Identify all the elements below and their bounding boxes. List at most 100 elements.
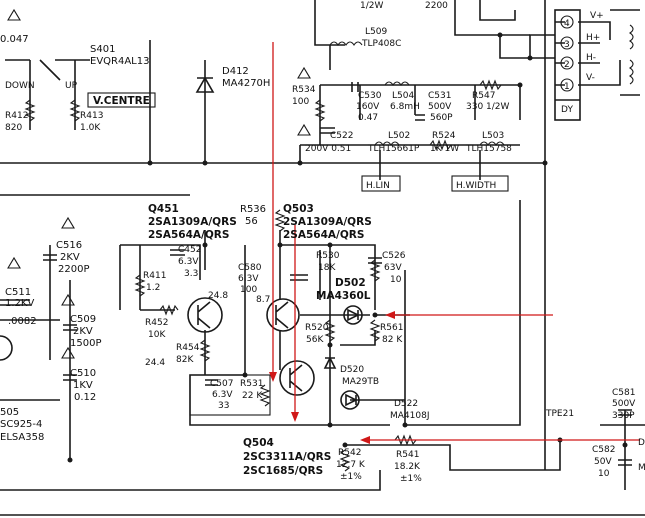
capacitor-c516 (43, 254, 57, 261)
resistor-r536 (274, 209, 286, 232)
label-r541: R541 (396, 450, 419, 460)
label-d520: D520 (340, 365, 364, 375)
label-conn-4: 4 (564, 19, 570, 29)
resistor-r542 (339, 449, 351, 472)
warning-icons (7, 8, 311, 359)
label-c516-v1: 2KV (60, 252, 80, 263)
inductor-l509 (329, 41, 363, 46)
label-c580-v2: 100 (240, 285, 257, 295)
label-c509-v1: 2KV (73, 326, 93, 337)
warning-triangle-icon (297, 66, 311, 79)
label-q451: Q451 (148, 203, 179, 215)
label-conn-1: 1 (564, 82, 570, 92)
label-hwidth: H.WIDTH (456, 181, 496, 191)
label-r541-v1: 18.2K (394, 462, 421, 472)
label-r531-value: 22 K (242, 391, 263, 401)
diodes (195, 76, 363, 410)
label-c522-value: 200V 0.51 (305, 144, 351, 154)
inductors (329, 24, 634, 146)
component-labels: 0.047 S401 EVQR4AL13 DOWN UP V.CENTRE R4… (0, 1, 645, 484)
label-c510: C510 (70, 368, 96, 379)
capacitor-c526 (368, 257, 382, 264)
label-d412: D412 (222, 66, 249, 77)
label-c530-v1: 160V (356, 102, 380, 112)
label-c507-v2: 33 (218, 401, 229, 411)
inductor-l504 (384, 81, 410, 86)
label-c452-v1: 6.3V (178, 257, 199, 267)
label-h-minus: H- (586, 53, 596, 63)
label-up: UP (65, 81, 78, 91)
capacitor-c511-circle (0, 335, 13, 361)
vcentre-box (87, 92, 156, 108)
transistor-q504 (279, 360, 315, 396)
label-r542-v2: ±1% (340, 472, 362, 482)
resistor-r411 (134, 274, 146, 297)
inductor-dy-h (629, 59, 634, 85)
hwidth-box (451, 175, 509, 192)
label-r454: R454 (176, 343, 200, 353)
warning-triangle-icon (7, 8, 21, 21)
capacitor-c582 (618, 459, 632, 466)
capacitors (0, 82, 632, 466)
label-q504-p1: 2SC3311A/QRS (243, 451, 331, 463)
label-c582: C582 (592, 445, 615, 455)
label-c522: C522 (330, 131, 353, 141)
label-c507: C507 (210, 379, 233, 389)
capacitor-c531 (415, 114, 425, 121)
label-d412-part: MA4270H (222, 78, 270, 89)
label-d502: D502 (335, 277, 366, 289)
label-l503: L503 (482, 131, 504, 141)
diode-d412 (195, 76, 215, 93)
transistors (0, 297, 315, 396)
label-c526: C526 (382, 251, 406, 261)
resistor-r454 (199, 339, 211, 362)
label-s401: S401 (90, 44, 115, 55)
label-c531: C531 (428, 91, 451, 101)
label-r452-value: 10K (148, 330, 166, 340)
diode-d502 (343, 305, 363, 325)
label-s401-part: EVQR4AL13 (90, 56, 149, 67)
label-conn-2: 2 (564, 60, 570, 70)
annotation-arrows (269, 42, 640, 444)
label-v87: 8.7 (256, 295, 270, 305)
label-v248: 24.8 (208, 291, 228, 301)
label-c581: C581 (612, 388, 635, 398)
label-r534: R534 (292, 85, 316, 95)
label-r413-value: 1.0K (80, 123, 101, 133)
label-r411: R411 (143, 271, 166, 281)
label-c530: C530 (358, 91, 382, 101)
label-r536: R536 (240, 204, 266, 215)
label-c510-v1: 1KV (73, 380, 93, 391)
label-r530-value: 18K (318, 263, 336, 273)
inductor-l503 (479, 141, 505, 146)
resistor-r412 (24, 99, 36, 122)
label-r530: R530 (316, 251, 340, 261)
c507-box (189, 374, 271, 416)
label-r524: R524 (432, 131, 456, 141)
label-c531-v2: 560P (430, 113, 453, 123)
label-r531: R531 (240, 379, 263, 389)
label-c510-v2: 0.12 (74, 392, 96, 403)
warning-triangle-icon (61, 216, 75, 229)
resistor-r534 (314, 99, 326, 122)
label-c0082: .0082 (8, 316, 37, 327)
label-h-plus: H+ (586, 33, 600, 43)
label-d-frag: D (638, 438, 645, 448)
label-q504-p2: 2SC1685/QRS (243, 465, 323, 477)
label-c526-v1: 63V (384, 263, 402, 273)
label-l504: L504 (392, 91, 414, 101)
resistor-r561 (369, 319, 381, 342)
resistor-r452 (159, 304, 179, 316)
label-top-frag2: 2200 (425, 1, 448, 11)
transistor-q451 (187, 297, 223, 333)
label-v244: 24.4 (145, 358, 165, 368)
hlin-box (361, 175, 401, 192)
label-d502-part: MA4360L (316, 290, 371, 302)
label-els358: ELSA358 (0, 432, 44, 443)
inductor-l502 (374, 141, 400, 146)
resistor-r413 (69, 99, 81, 122)
label-505: 505 (0, 407, 19, 418)
label-d522-part: MA4108J (390, 411, 429, 421)
label-q451-p1: 2SA1309A/QRS (148, 216, 237, 228)
